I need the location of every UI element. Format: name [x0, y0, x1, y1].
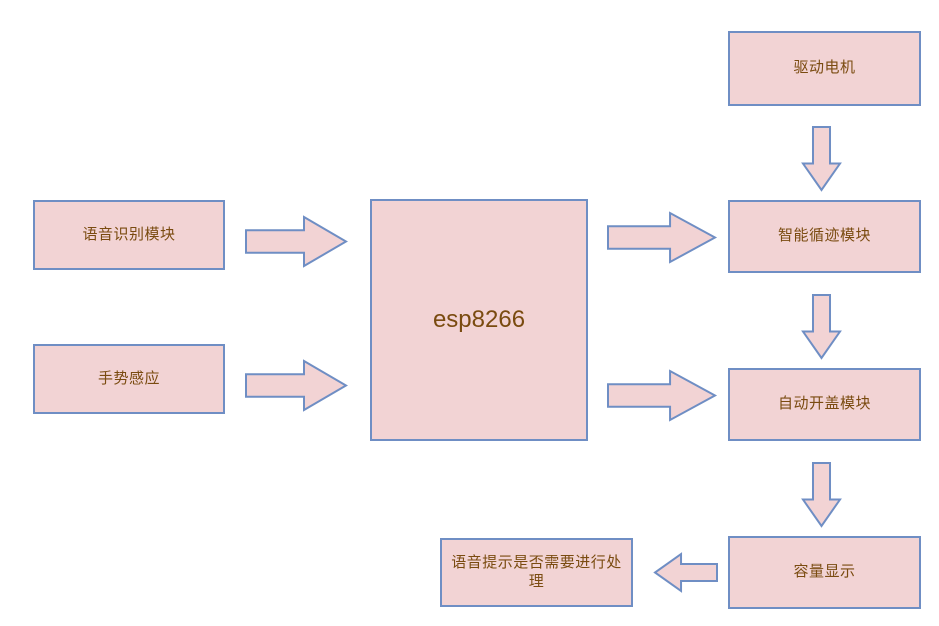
arrow-shape-right: [245, 359, 348, 412]
node-label: 手势感应: [97, 369, 160, 387]
node-drive-motor: 驱动电机: [728, 31, 921, 106]
node-label: 语音识别模块: [82, 225, 176, 243]
node-label: 智能循迹模块: [777, 227, 871, 245]
node-label: 自动开盖模块: [777, 395, 871, 413]
arrow-shape-down: [801, 462, 842, 528]
node-gesture-sensing: 手势感应: [33, 344, 225, 414]
node-esp8266: esp8266: [370, 199, 588, 441]
node-label: 驱动电机: [793, 59, 856, 77]
node-auto-lid: 自动开盖模块: [728, 368, 921, 441]
arrow-motor-to-tracking: [801, 126, 842, 192]
arrow-esp-to-tracking: [607, 211, 718, 264]
arrow-tracking-to-lid: [801, 294, 842, 360]
node-voice-prompt: 语音提示是否需要进行处理: [440, 538, 633, 607]
node-label: esp8266: [432, 306, 526, 333]
arrow-voice-to-esp: [245, 215, 348, 268]
arrow-shape-right: [607, 211, 718, 264]
arrow-shape-left: [653, 552, 718, 593]
arrow-lid-to-capacity: [801, 462, 842, 528]
arrow-shape-right: [245, 215, 348, 268]
node-voice-recognition: 语音识别模块: [33, 200, 225, 270]
arrow-capacity-to-prompt: [653, 552, 718, 593]
node-label: 容量显示: [793, 563, 856, 581]
arrow-shape-right: [607, 369, 718, 422]
node-line-tracking: 智能循迹模块: [728, 200, 921, 273]
arrow-shape-down: [801, 294, 842, 360]
arrow-esp-to-lid: [607, 369, 718, 422]
arrow-gesture-to-esp: [245, 359, 348, 412]
node-capacity-display: 容量显示: [728, 536, 921, 609]
node-label: 语音提示是否需要进行处理: [451, 553, 622, 590]
arrow-shape-down: [801, 126, 842, 192]
